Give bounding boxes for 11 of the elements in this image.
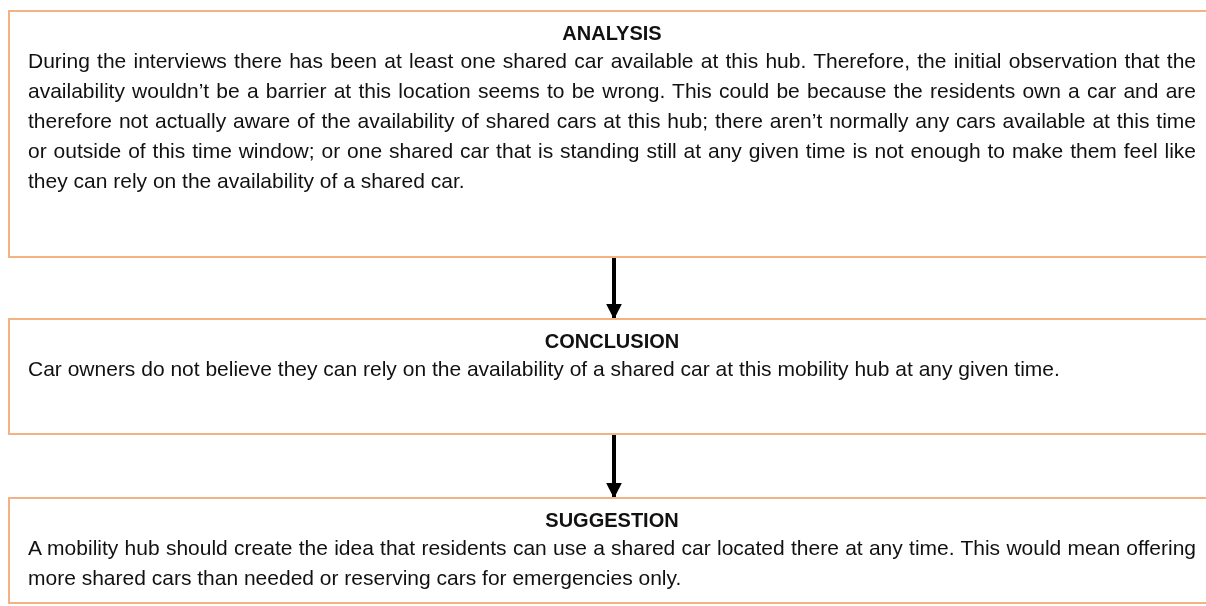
arrow: [606, 258, 622, 320]
box-heading: SUGGESTION: [544, 508, 680, 533]
text-box: [8, 318, 1206, 435]
box-heading: ANALYSIS: [561, 21, 663, 46]
box-heading: CONCLUSION: [543, 329, 681, 354]
box-text: During the interviews there has been at least one shared car available at this hub. Therefore, the initial observation that the availability wouldn’t be a barrier at this location seems to be wrong. This could be because the residents own a car and are therefore not actually aware of the availability of shared cars at this hub; there aren’t normally any cars available at this time or outside of this time window; or one shared car that is standing still at any given time is not enough to make them feel like they can rely on the availability of a shared car.: [28, 48, 1196, 194]
text-box: [8, 497, 1206, 604]
arrow: [606, 435, 622, 499]
box-text: A mobility hub should create the idea that residents can use a shared car located there at any time. This would mean offering more shared cars than needed or reserving cars for emergencies only.: [28, 535, 1196, 591]
box-text: Car owners do not believe they can rely on the availability of a shared car at this mobility hub at any given time.: [28, 356, 1061, 382]
text-box: [8, 10, 1206, 258]
